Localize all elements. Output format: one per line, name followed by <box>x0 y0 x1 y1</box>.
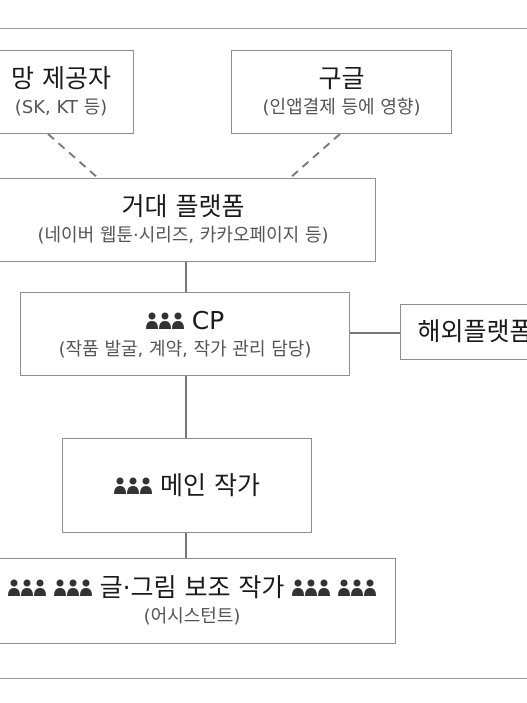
people-group-icon <box>7 579 46 597</box>
cp-node: CP (작품 발굴, 계약, 작가 관리 담당) <box>20 292 350 376</box>
people-group-icon <box>53 579 92 597</box>
people-group-icon <box>145 312 184 330</box>
cp-title: CP <box>191 306 225 336</box>
main-author-title: 메인 작가 <box>160 470 260 500</box>
people-group-icon <box>114 477 153 495</box>
overseas-node: 해외플랫폼 <box>400 304 527 360</box>
platform-node: 거대 플랫폼 (네이버 웹툰·시리즈, 카카오페이지 등) <box>0 178 376 262</box>
assistant-node: 글·그림 보조 작가 (어시스턴트) <box>0 558 396 644</box>
google-subtitle: (인앱결제 등에 영향) <box>262 97 421 119</box>
main-author-node: 메인 작가 <box>62 438 312 533</box>
people-group-icon <box>292 579 331 597</box>
isp-subtitle: (SK, KT 등) <box>14 97 108 119</box>
top-frame-line <box>0 28 527 29</box>
cp-subtitle: (작품 발굴, 계약, 작가 관리 담당) <box>58 339 312 361</box>
assistant-subtitle: (어시스턴트) <box>143 606 241 628</box>
google-platform-connector <box>289 133 341 179</box>
google-node: 구글 (인앱결제 등에 영향) <box>231 50 452 134</box>
bottom-frame-line <box>0 678 527 679</box>
isp-node: 망 제공자 (SK, KT 등) <box>0 50 134 134</box>
people-group-icon <box>338 579 377 597</box>
google-title: 구글 <box>318 64 365 94</box>
isp-title: 망 제공자 <box>11 64 111 94</box>
overseas-title: 해외플랫폼 <box>417 317 527 346</box>
isp-platform-connector <box>47 133 99 179</box>
platform-title: 거대 플랫폼 <box>121 192 245 222</box>
assistant-title: 글·그림 보조 작가 <box>99 573 285 603</box>
platform-subtitle: (네이버 웹툰·시리즈, 카카오페이지 등) <box>37 225 329 247</box>
